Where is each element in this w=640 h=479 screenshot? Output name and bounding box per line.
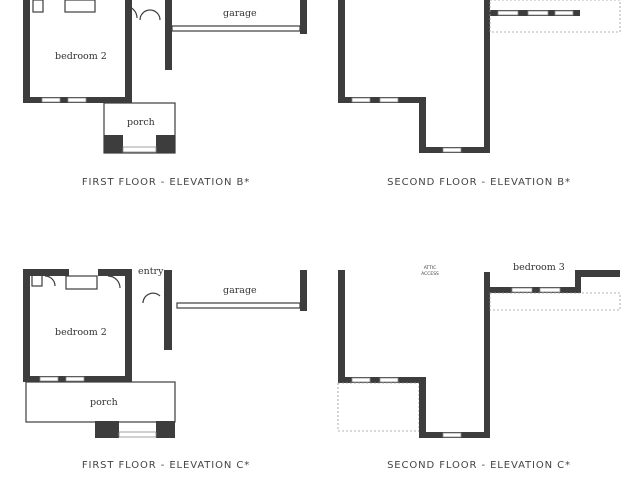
- wall-right: [484, 0, 490, 153]
- plan-second-floor-elevation-c: ATTIC ACCESS bedroom 3: [337, 262, 621, 438]
- window: [511, 287, 533, 293]
- door-swing: [139, 9, 161, 21]
- window: [442, 432, 462, 438]
- porch-opening: [118, 431, 157, 438]
- window: [351, 97, 371, 103]
- garage-wall: [165, 0, 172, 70]
- wall-right: [484, 272, 490, 438]
- closet-fixture: [64, 0, 96, 13]
- window: [442, 147, 462, 153]
- window: [379, 377, 399, 383]
- window: [539, 287, 561, 293]
- roof-below-outline: [337, 382, 420, 432]
- window: [39, 376, 59, 382]
- window: [554, 10, 574, 16]
- window: [67, 97, 87, 103]
- porch-column: [95, 421, 119, 438]
- plan-first-floor-elevation-c: bedroom 2 porch garage entry: [23, 266, 307, 438]
- wall-right: [125, 269, 132, 382]
- wall-step: [419, 377, 426, 438]
- wall-top-right: [98, 269, 127, 276]
- caption-first-floor-c: FIRST FLOOR - ELEVATION C*: [82, 460, 250, 471]
- attic-label: ATTIC: [424, 265, 437, 271]
- wall-left: [338, 0, 345, 103]
- wall-jog: [575, 270, 581, 293]
- wall-top-left: [23, 269, 69, 276]
- door-swing: [142, 292, 161, 304]
- garage-wall-right: [300, 0, 307, 34]
- door-swing: [107, 275, 121, 289]
- garage-door: [171, 25, 301, 32]
- garage-door: [176, 302, 301, 309]
- porch-label: porch: [90, 397, 118, 408]
- window: [41, 97, 61, 103]
- caption-second-floor-c: SECOND FLOOR - ELEVATION C*: [387, 460, 571, 471]
- roof-below-outline: [489, 292, 621, 311]
- porch-opening: [122, 146, 157, 153]
- porch-column: [156, 421, 175, 438]
- window: [379, 97, 399, 103]
- window: [497, 10, 519, 16]
- cabinet-fixture: [32, 0, 44, 13]
- door-swing: [44, 275, 56, 287]
- wall-upper-right: [575, 270, 620, 277]
- window: [65, 376, 85, 382]
- plan-second-floor-elevation-b: [338, 0, 621, 153]
- bedroom-label: bedroom 2: [55, 51, 107, 62]
- porch-column: [104, 135, 123, 153]
- wall-left: [23, 269, 30, 382]
- entry-label: entry: [138, 266, 164, 277]
- wall-left: [23, 0, 30, 103]
- bedroom-label: bedroom 3: [513, 262, 565, 273]
- closet-fixture: [65, 275, 98, 290]
- caption-first-floor-b: FIRST FLOOR - ELEVATION B*: [82, 177, 250, 188]
- caption-second-floor-b: SECOND FLOOR - ELEVATION B*: [387, 177, 571, 188]
- wall-left: [338, 270, 345, 383]
- plan-first-floor-elevation-b: bedroom 2 porch garage: [23, 0, 307, 154]
- wall-upper: [484, 287, 581, 293]
- garage-wall-right: [300, 270, 307, 311]
- cabinet-fixture: [31, 272, 43, 287]
- roof-below-outline: [489, 0, 621, 33]
- window: [351, 377, 371, 383]
- porch-outline: [103, 102, 176, 154]
- garage-label: garage: [223, 8, 257, 19]
- attic-label-line2: ACCESS: [421, 271, 439, 277]
- garage-wall: [164, 270, 172, 350]
- wall-step: [419, 97, 426, 153]
- porch-column: [156, 135, 175, 153]
- porch-label: porch: [127, 117, 155, 128]
- garage-label: garage: [223, 285, 257, 296]
- window: [527, 10, 549, 16]
- bedroom-label: bedroom 2: [55, 327, 107, 338]
- wall-right: [125, 0, 132, 103]
